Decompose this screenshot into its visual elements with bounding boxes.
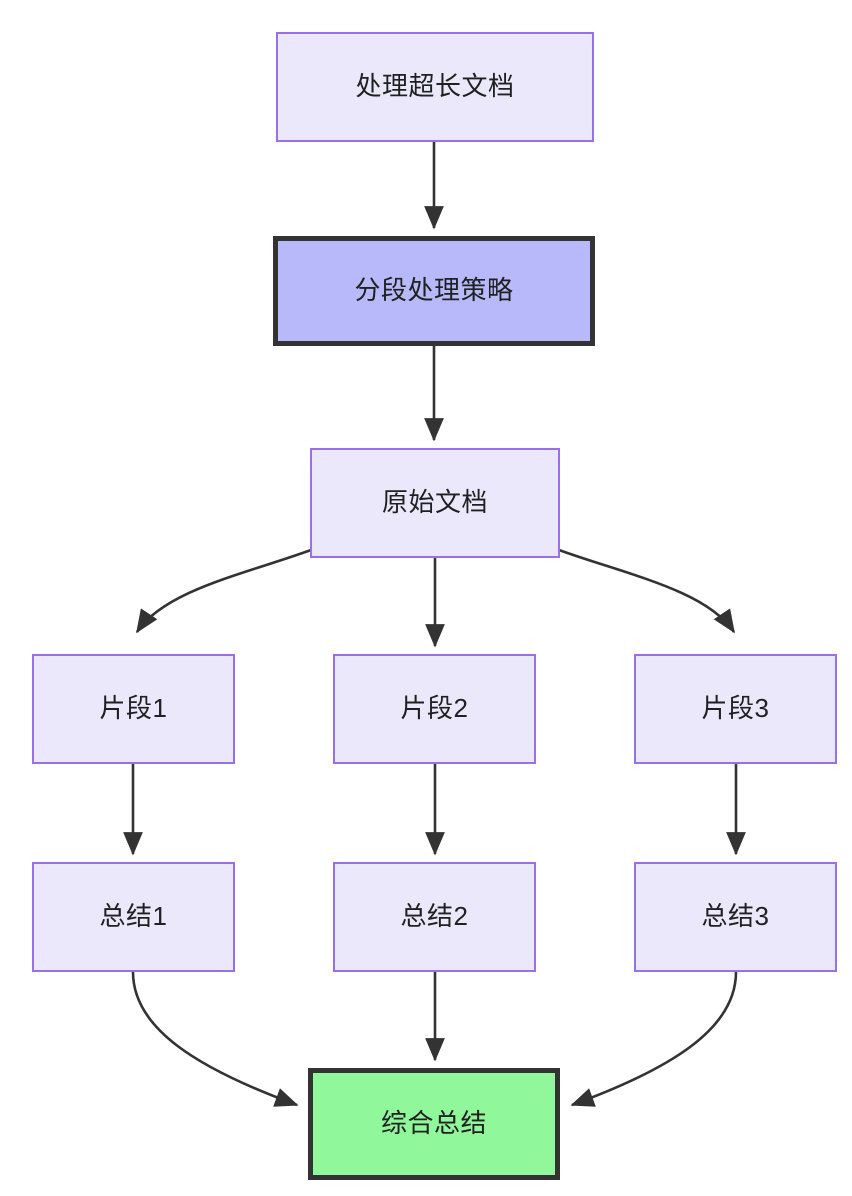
- node-fragment-1[interactable]: 片段1: [32, 654, 235, 764]
- node-chunking-strategy[interactable]: 分段处理策略: [273, 236, 595, 346]
- edge-n9-n10: [570, 971, 738, 1107]
- node-label: 总结3: [701, 901, 770, 932]
- node-label: 分段处理策略: [354, 275, 514, 306]
- node-summary-2[interactable]: 总结2: [333, 862, 536, 972]
- node-summary-3[interactable]: 总结3: [634, 862, 837, 972]
- node-label: 总结2: [400, 901, 469, 932]
- node-label: 原始文档: [381, 487, 488, 518]
- node-label: 片段3: [701, 693, 770, 724]
- node-label: 综合总结: [380, 1108, 487, 1139]
- node-label: 处理超长文档: [355, 71, 515, 102]
- node-original-document[interactable]: 原始文档: [310, 448, 560, 558]
- edge-n3-n4: [135, 548, 312, 634]
- node-fragment-2[interactable]: 片段2: [333, 654, 536, 764]
- node-label: 片段2: [400, 693, 469, 724]
- node-final-summary[interactable]: 综合总结: [308, 1068, 560, 1180]
- node-label: 总结1: [99, 901, 168, 932]
- edge-n7-n10: [131, 971, 299, 1107]
- node-summary-1[interactable]: 总结1: [32, 862, 235, 972]
- node-process-long-document[interactable]: 处理超长文档: [276, 32, 594, 142]
- node-fragment-3[interactable]: 片段3: [634, 654, 837, 764]
- edge-n3-n6: [558, 548, 736, 634]
- node-label: 片段1: [99, 693, 168, 724]
